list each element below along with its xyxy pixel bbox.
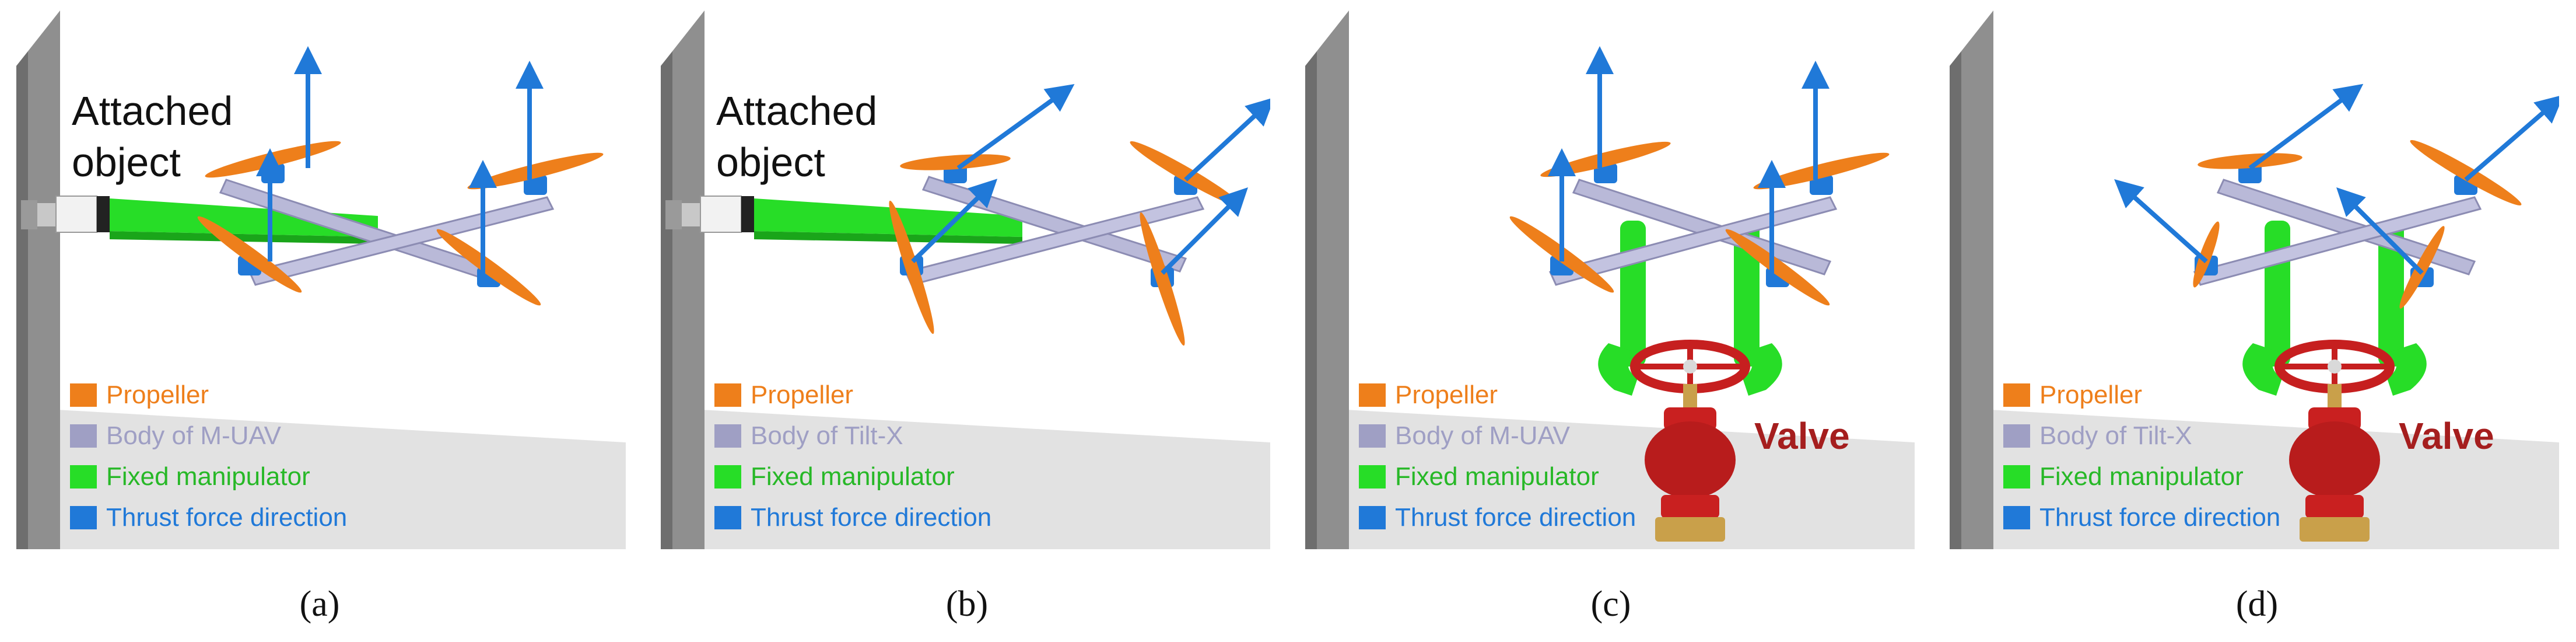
attached-object-label: Attached object <box>72 85 233 188</box>
legend-swatch <box>2003 506 2030 529</box>
legend-swatch <box>70 506 97 529</box>
scene-illustration <box>16 11 626 549</box>
legend-label: Propeller <box>106 381 209 409</box>
panel-a: Attached object Propeller Body of M-UAV … <box>16 11 626 549</box>
caption-a: (a) <box>299 584 340 624</box>
valve <box>1630 340 1750 542</box>
thrust-arrows <box>1548 46 1830 273</box>
legend-label: Fixed manipulator <box>106 462 310 491</box>
propellers <box>889 141 1242 346</box>
legend-swatch <box>1359 506 1386 529</box>
legend-label: Fixed manipulator <box>751 462 955 491</box>
legend-label: Thrust force direction <box>106 503 348 532</box>
legend-label: Body of M-UAV <box>106 421 281 450</box>
legend-swatch <box>1359 383 1386 407</box>
legend-swatch <box>1359 465 1386 489</box>
attached-object-label: Attached object <box>716 85 877 188</box>
legend-label: Body of Tilt-X <box>751 421 903 450</box>
thrust-arrows <box>911 83 1270 275</box>
legend-swatch <box>714 424 741 448</box>
thrust-arrows <box>2114 83 2559 275</box>
legend-label: Propeller <box>751 381 854 409</box>
scene-illustration <box>1950 11 2559 549</box>
legend-swatch <box>70 383 97 407</box>
legend-swatch <box>714 465 741 489</box>
caption-d: (d) <box>2235 584 2279 624</box>
legend-label: Thrust force direction <box>751 503 992 532</box>
valve <box>2274 340 2395 542</box>
tilt-x-body <box>2193 179 2482 286</box>
scene-illustration <box>661 11 1270 549</box>
legend-label: Fixed manipulator <box>1395 462 1599 491</box>
legend-swatch <box>70 465 97 489</box>
attached-object-label-line: object <box>716 139 825 185</box>
legend-label: Thrust force direction <box>2039 503 2281 532</box>
legend-swatch <box>2003 383 2030 407</box>
fixed-manipulator <box>110 198 378 237</box>
legend-label: Body of M-UAV <box>1395 421 1570 450</box>
valve-label: Valve <box>2399 415 2494 457</box>
valve-label: Valve <box>1754 415 1850 457</box>
legend-swatch <box>70 424 97 448</box>
attached-object-label-line: Attached <box>72 88 233 134</box>
thrust-arrows <box>256 46 544 273</box>
legend-label: Propeller <box>1395 381 1498 409</box>
attached-object <box>665 196 754 233</box>
legend-swatch <box>714 506 741 529</box>
propellers <box>2193 140 2522 309</box>
floor <box>1950 407 2559 549</box>
scene-illustration <box>1305 11 1915 549</box>
panel-d: Valve Propeller Body of Tilt-X Fixed man… <box>1950 11 2559 549</box>
legend-label: Fixed manipulator <box>2039 462 2244 491</box>
legend-label: Body of Tilt-X <box>2039 421 2192 450</box>
fixed-manipulator <box>754 198 1022 237</box>
legend-label: Thrust force direction <box>1395 503 1636 532</box>
caption-b: (b) <box>945 584 989 624</box>
panel-b: Attached object Propeller Body of Tilt-X… <box>661 11 1270 549</box>
attached-object <box>21 196 110 233</box>
legend-swatch <box>1359 424 1386 448</box>
caption-c: (c) <box>1590 584 1631 624</box>
legend-swatch <box>2003 465 2030 489</box>
floor <box>16 407 626 549</box>
floor <box>1305 407 1915 549</box>
floor <box>661 407 1270 549</box>
rotor-hubs <box>1550 163 1833 287</box>
panel-c: Valve Propeller Body of M-UAV Fixed mani… <box>1305 11 1915 549</box>
legend-swatch <box>714 383 741 407</box>
attached-object-label-line: Attached <box>716 88 878 134</box>
attached-object-label-line: object <box>72 139 181 185</box>
m-uav-body <box>219 179 555 286</box>
legend-swatch <box>2003 424 2030 448</box>
legend-label: Propeller <box>2039 381 2143 409</box>
